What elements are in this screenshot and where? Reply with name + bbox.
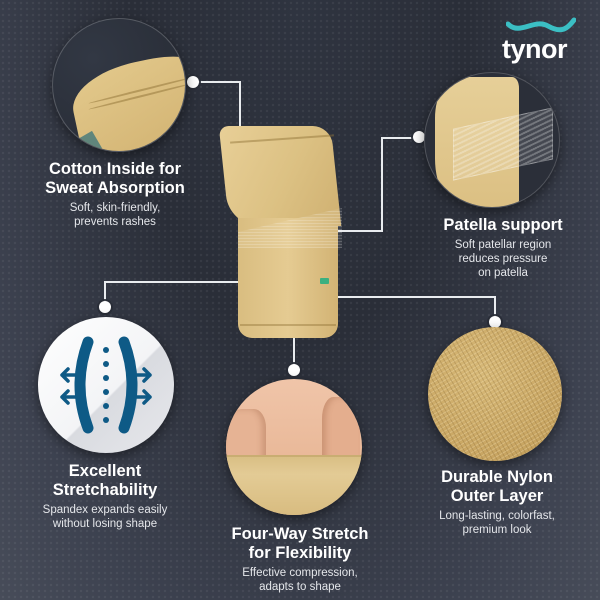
logo-text: tynor — [502, 34, 568, 64]
feature-title-line: Patella support — [443, 216, 563, 234]
stretch-icon-circle — [38, 317, 174, 453]
stretch-expand-icon — [60, 336, 152, 434]
feature-desc-line: premium look — [462, 524, 532, 536]
tynor-logo: tynor — [496, 14, 588, 66]
connector-fourway-v — [293, 338, 295, 364]
connector-patella-v — [381, 137, 383, 231]
feature-title: Excellent Stretchability — [14, 462, 196, 500]
feature-desc-line: prevents rashes — [74, 216, 156, 228]
connector-node-nylon — [489, 316, 501, 328]
connector-node-fourway — [288, 364, 300, 376]
feature-desc-line: on patella — [478, 267, 528, 279]
connector-patella-h — [382, 137, 420, 139]
feature-desc: Spandex expands easily without losing sh… — [14, 503, 196, 531]
feature-title-line: Durable Nylon — [441, 468, 553, 486]
feature-title-line: Sweat Absorption — [45, 179, 185, 197]
feature-fourway: Four-Way Stretch for Flexibility Effecti… — [200, 525, 400, 594]
knee-sleeve-bottom-seam — [240, 324, 336, 326]
feature-desc-line: Soft patellar region — [454, 239, 552, 251]
connector-node-stretch — [99, 301, 111, 313]
feature-desc-line: without losing shape — [52, 518, 158, 530]
feature-desc-line: reduces pressure — [458, 253, 548, 265]
feature-desc: Soft patellar region reduces pressure on… — [418, 238, 588, 280]
feature-title-line: Excellent — [68, 462, 142, 480]
feature-title-line: Cotton Inside for — [49, 160, 181, 178]
connector-nylon-h — [322, 296, 496, 298]
brand-tag-icon — [320, 278, 329, 284]
feature-patella: Patella support Soft patellar region red… — [418, 216, 588, 280]
connector-cotton-v — [239, 81, 241, 139]
fabric-panel — [435, 77, 519, 207]
connector-cotton-h — [197, 81, 241, 83]
feature-title: Durable Nylon Outer Layer — [412, 468, 582, 506]
feature-stretch: Excellent Stretchability Spandex expands… — [14, 462, 196, 531]
feature-nylon: Durable Nylon Outer Layer Long-lasting, … — [412, 468, 582, 537]
feature-desc-line: Long-lasting, colorfast, — [439, 510, 555, 522]
knee-sleeve-product-image — [218, 126, 348, 338]
connector-stretch-v — [104, 281, 106, 303]
feature-cotton: Cotton Inside for Sweat Absorption Soft,… — [20, 160, 210, 229]
logo-wave-icon — [506, 17, 576, 33]
feature-desc: Effective compression, adapts to shape — [200, 566, 400, 594]
feature-title-line: Four-Way Stretch — [231, 525, 369, 543]
feature-title-line: for Flexibility — [248, 544, 352, 562]
nylon-texture-image — [428, 327, 562, 461]
feature-desc-line: Spandex expands easily — [42, 504, 168, 516]
connector-nylon-v — [494, 296, 496, 318]
feature-title-line: Outer Layer — [450, 487, 544, 505]
feature-title: Cotton Inside for Sweat Absorption — [20, 160, 210, 198]
feature-desc-line: adapts to shape — [259, 581, 341, 593]
connector-node-patella — [413, 131, 425, 143]
feature-title: Four-Way Stretch for Flexibility — [200, 525, 400, 563]
feature-desc-line: Effective compression, — [242, 567, 358, 579]
connector-stretch-h — [104, 281, 240, 283]
connector-node-cotton — [187, 76, 199, 88]
sleeve-edge — [226, 455, 362, 515]
cotton-closeup-image — [52, 18, 186, 152]
feature-desc: Soft, skin-friendly, prevents rashes — [20, 201, 210, 229]
feature-title-line: Stretchability — [52, 481, 158, 499]
feature-title: Patella support — [418, 216, 588, 235]
feature-desc-line: Soft, skin-friendly, — [69, 202, 161, 214]
connector-patella-h2 — [338, 230, 383, 232]
patella-closeup-image — [424, 72, 560, 208]
feature-desc: Long-lasting, colorfast, premium look — [412, 509, 582, 537]
four-way-stretch-image — [226, 379, 362, 515]
